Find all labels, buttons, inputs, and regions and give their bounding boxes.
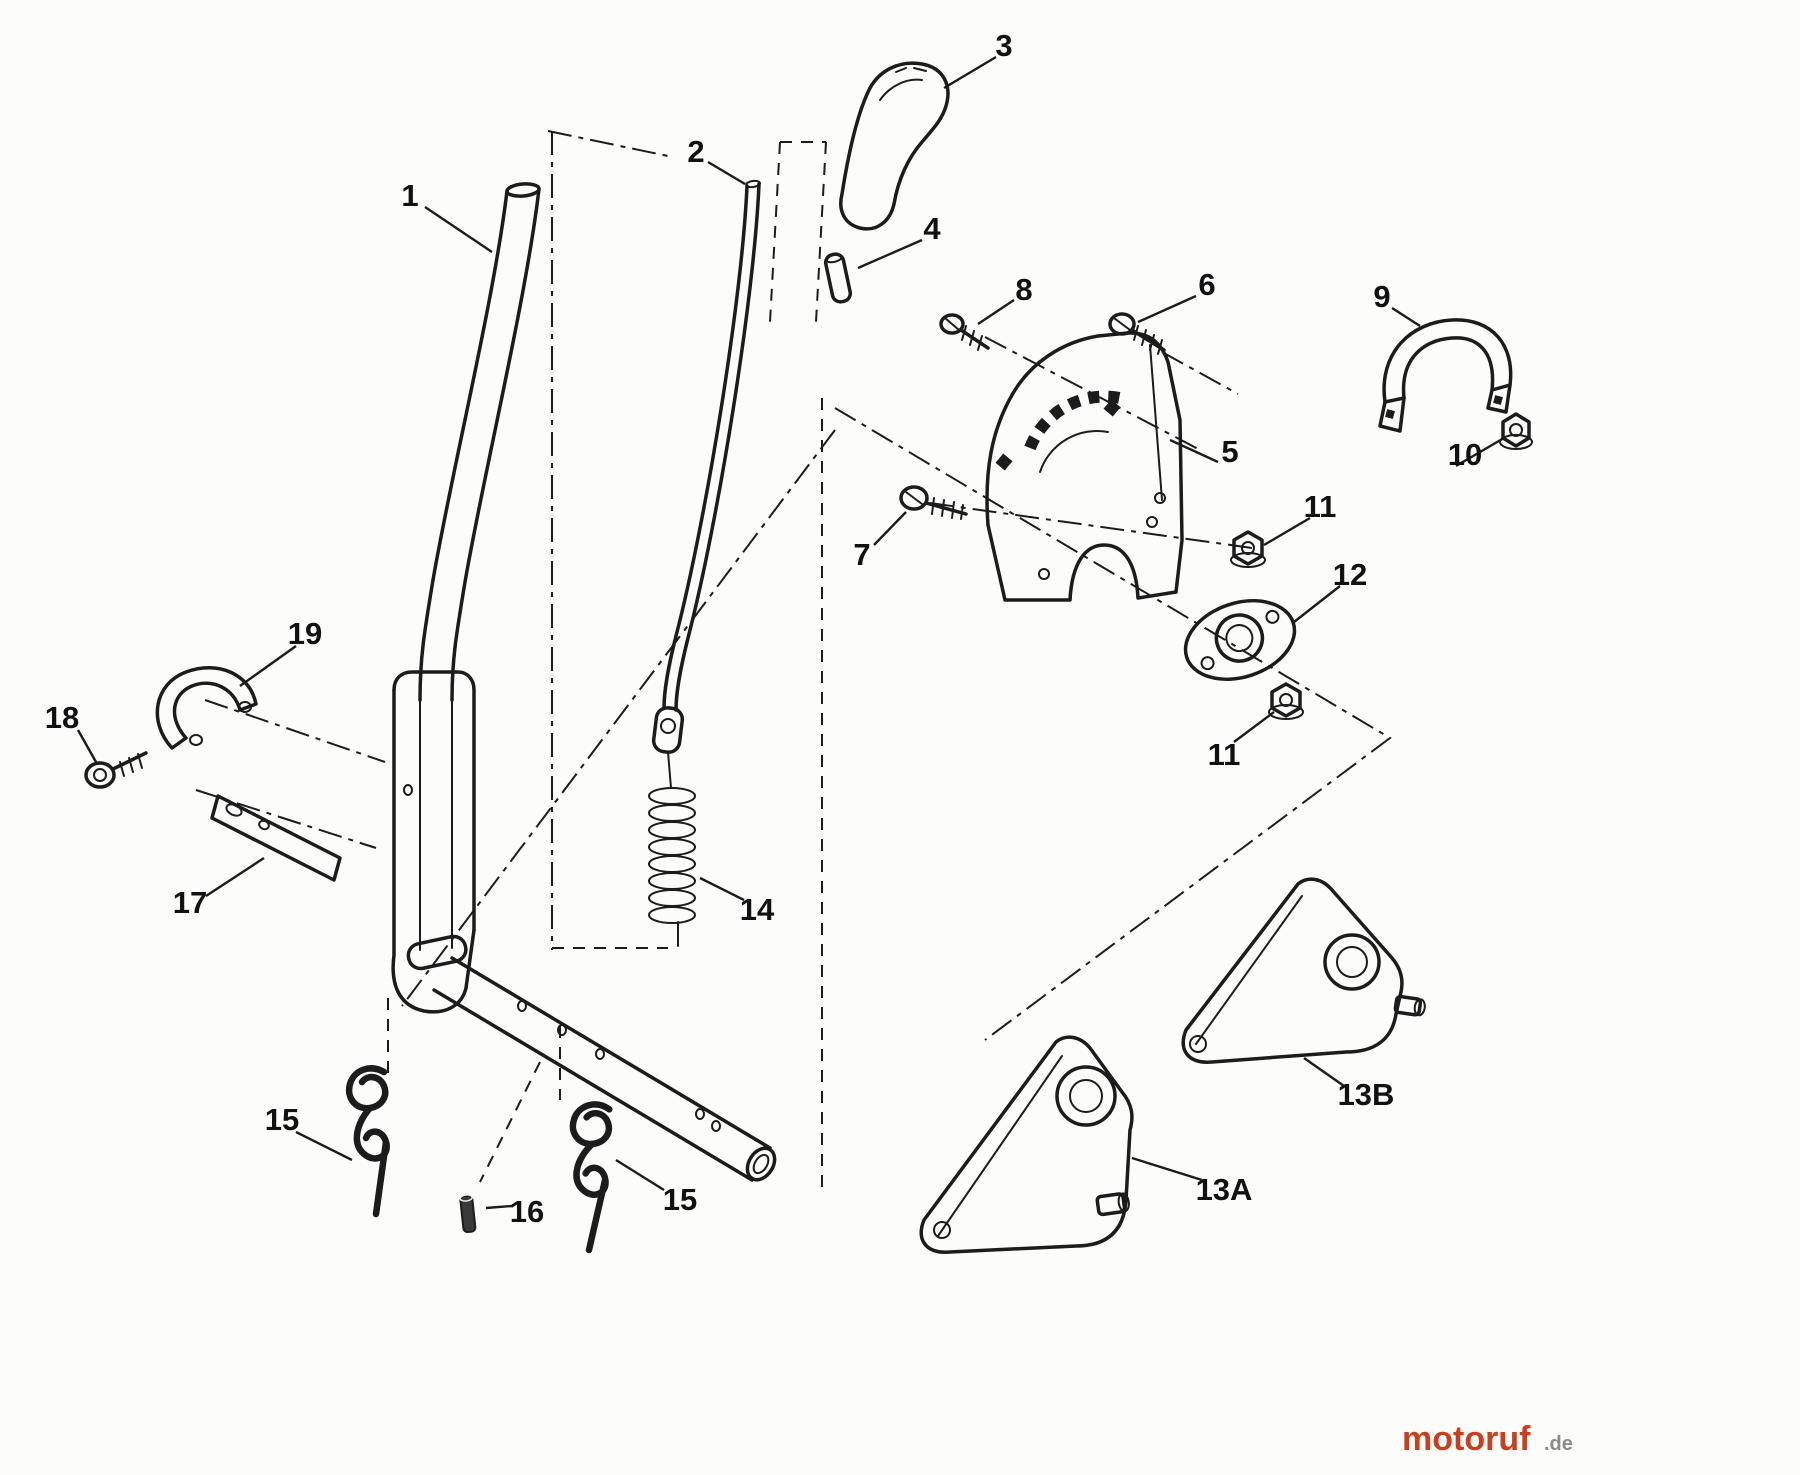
part-1-lever-tube [391,182,777,1182]
shaft-hole-2 [557,1024,567,1036]
part-17-link-bar [210,794,342,882]
callout-17: 17 [173,885,207,920]
plate-ring-outer [1323,933,1381,991]
callout-13a: 13A [1196,1172,1253,1207]
shaft-hole-4 [695,1108,705,1120]
bracket-hole-2 [1146,516,1158,528]
callout-15-left: 15 [265,1102,299,1137]
callout-5: 5 [1221,434,1238,469]
callout-18: 18 [45,700,79,735]
callout-15-right: 15 [663,1182,697,1217]
part-13b-pivot-plate [1181,877,1426,1064]
callout-7: 7 [853,537,870,572]
part-16-roll-pin [459,1194,477,1234]
part-3-knob [839,61,950,231]
leader-lines [76,55,1505,1210]
part-12-flange-bearing [1183,599,1297,681]
callout-11-upper: 11 [1304,489,1337,524]
shaft-hole-3 [595,1048,605,1060]
centerline-bolt6-axis [1161,351,1239,395]
tube-top-opening [505,182,541,198]
callout-16: 16 [510,1194,544,1229]
dash-pin16 [479,1061,541,1183]
plate-ring-inner [1336,946,1368,978]
part-7-screw [899,485,968,520]
part-19-u-clip [155,666,258,750]
callout-10: 10 [1448,437,1482,472]
rod-clevis [651,706,685,754]
square-hole-right [1103,399,1121,417]
callout-3: 3 [995,28,1012,63]
callout-labels: 1 2 3 4 5 6 7 8 9 10 11 11 12 13A 13B 14… [45,28,1482,1229]
plate-hole [1189,1035,1207,1053]
centerline-cross-left [401,429,836,1007]
part-8-screw [939,313,990,351]
shaft-hole-5 [711,1120,721,1132]
part-11-nut-upper [1230,530,1266,568]
part-11-nut-lower [1268,682,1304,720]
callout-8: 8 [1015,272,1032,307]
part-10-nut [1499,412,1533,450]
centerline-right-v [834,407,1392,1041]
bracket-hole [403,784,413,796]
plate-pin [1095,1192,1130,1217]
callout-2: 2 [687,134,704,169]
part-14-spring [648,787,696,947]
part-15-hairpin-a [345,1065,390,1218]
part-4-spacer [823,252,853,304]
sector-teeth [1024,390,1122,451]
part-5-quadrant-bracket [985,331,1184,602]
callout-4: 4 [923,211,941,246]
callout-11-lower: 11 [1208,737,1241,772]
centerline-clip19 [204,699,386,763]
plate-pin [1393,994,1426,1017]
part-9-retainer-clip [1378,318,1513,433]
watermark-name: motoruf [1402,1420,1531,1458]
shaft-end-opening [745,1146,777,1182]
callout-6: 6 [1198,267,1215,302]
lower-shaft [450,956,772,1150]
plate-ring-outer [1055,1065,1117,1127]
plate-hole [933,1221,951,1239]
square-hole-left [995,453,1013,471]
shaft-hole-1 [517,1000,527,1012]
part-6-bolt [1108,312,1166,355]
callout-13b: 13B [1338,1077,1395,1112]
plate-ring-inner [1069,1079,1103,1113]
part-13a-pivot-plate [919,1035,1134,1254]
part-2-control-rod [651,179,761,789]
watermark: motoruf .de [1402,1420,1573,1458]
bracket-slot [406,934,468,971]
callout-9: 9 [1373,279,1390,314]
part-15-hairpin-b [569,1101,613,1254]
callout-1: 1 [401,178,418,213]
watermark-tld: .de [1544,1433,1573,1455]
centerline-top [547,130,669,157]
bracket-hole-3 [1038,568,1050,580]
construction-lines [195,130,1392,1190]
dash-box-knob [769,141,827,323]
callout-12: 12 [1333,557,1367,592]
centerline-screw7-axis [929,502,1253,549]
bracket-hole-1 [1154,492,1166,504]
clevis-hole [660,718,676,734]
callout-14: 14 [740,892,775,927]
callout-19: 19 [288,616,322,651]
part-18-screw [84,751,148,789]
